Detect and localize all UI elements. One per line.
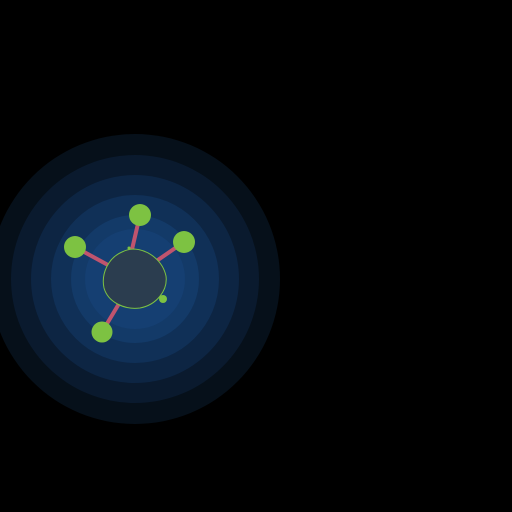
tentacle-node[interactable] [91,321,113,343]
tiny-particle [127,246,131,250]
organism-core[interactable] [102,248,167,309]
tentacle-node[interactable] [129,204,151,226]
tentacle-node[interactable] [173,231,195,253]
tentacle-node-group [64,204,195,343]
tentacle-node[interactable] [64,236,86,258]
loose-particle [159,295,167,303]
